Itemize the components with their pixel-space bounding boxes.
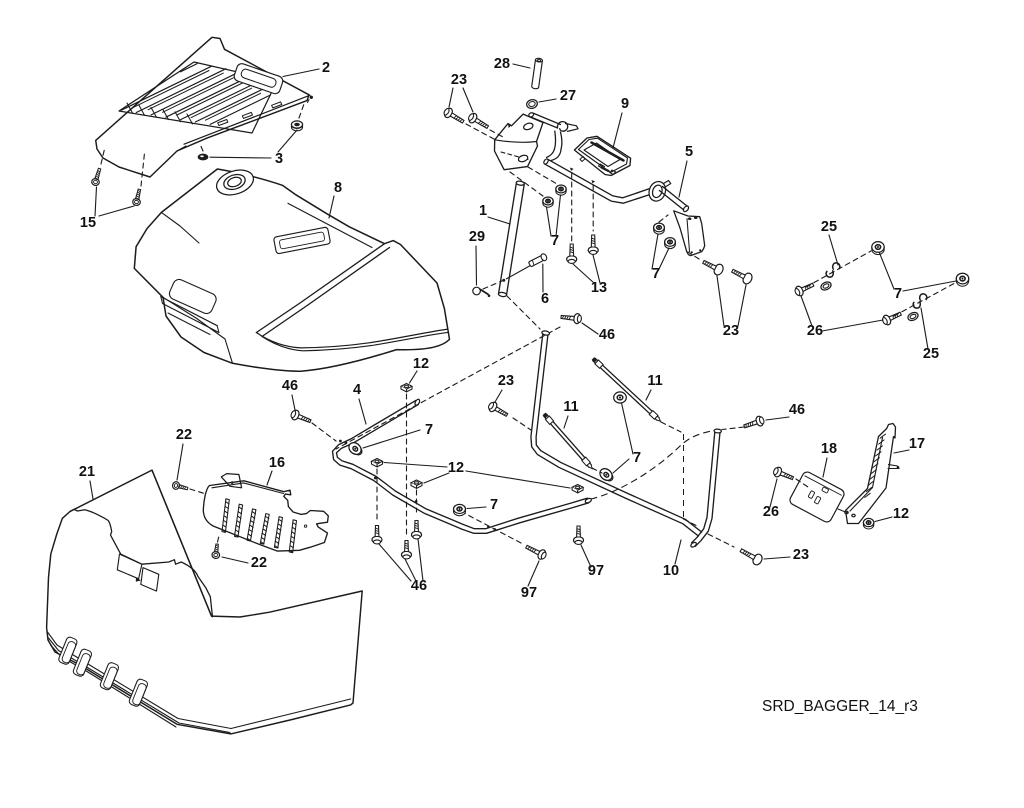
svg-text:23: 23 (451, 72, 467, 88)
svg-text:11: 11 (647, 373, 662, 389)
svg-text:25: 25 (821, 219, 837, 235)
svg-text:SRD_BAGGER_14_r3: SRD_BAGGER_14_r3 (762, 698, 918, 715)
svg-text:46: 46 (789, 402, 805, 418)
svg-text:29: 29 (469, 229, 485, 245)
svg-text:11: 11 (563, 399, 578, 415)
svg-text:5: 5 (685, 144, 693, 160)
svg-text:2: 2 (322, 60, 330, 76)
svg-text:7: 7 (633, 450, 641, 466)
svg-text:6: 6 (541, 291, 549, 307)
svg-text:23: 23 (498, 373, 514, 389)
svg-text:7: 7 (490, 497, 498, 513)
svg-text:12: 12 (413, 356, 429, 372)
svg-text:15: 15 (80, 215, 96, 231)
svg-text:9: 9 (621, 96, 629, 112)
svg-text:4: 4 (353, 382, 361, 398)
svg-text:1: 1 (479, 203, 487, 219)
svg-text:3: 3 (275, 151, 283, 167)
svg-text:8: 8 (334, 180, 342, 196)
svg-text:46: 46 (282, 378, 298, 394)
svg-text:18: 18 (821, 441, 837, 457)
svg-text:12: 12 (448, 460, 464, 476)
svg-text:22: 22 (176, 427, 192, 443)
svg-text:25: 25 (923, 346, 939, 362)
svg-text:97: 97 (521, 585, 537, 601)
svg-text:10: 10 (663, 563, 679, 579)
svg-text:7: 7 (894, 286, 902, 302)
svg-text:22: 22 (251, 555, 267, 571)
svg-text:28: 28 (494, 56, 510, 72)
svg-text:46: 46 (411, 578, 427, 594)
svg-text:26: 26 (763, 504, 779, 520)
svg-text:23: 23 (723, 323, 739, 339)
svg-text:12: 12 (893, 506, 909, 522)
svg-text:27: 27 (560, 88, 576, 104)
svg-text:16: 16 (269, 455, 285, 471)
svg-text:26: 26 (807, 323, 823, 339)
svg-text:21: 21 (79, 464, 95, 480)
svg-text:7: 7 (425, 422, 433, 438)
svg-text:46: 46 (599, 327, 615, 343)
svg-text:7: 7 (551, 233, 559, 249)
svg-text:17: 17 (909, 436, 925, 452)
svg-text:23: 23 (793, 547, 809, 563)
